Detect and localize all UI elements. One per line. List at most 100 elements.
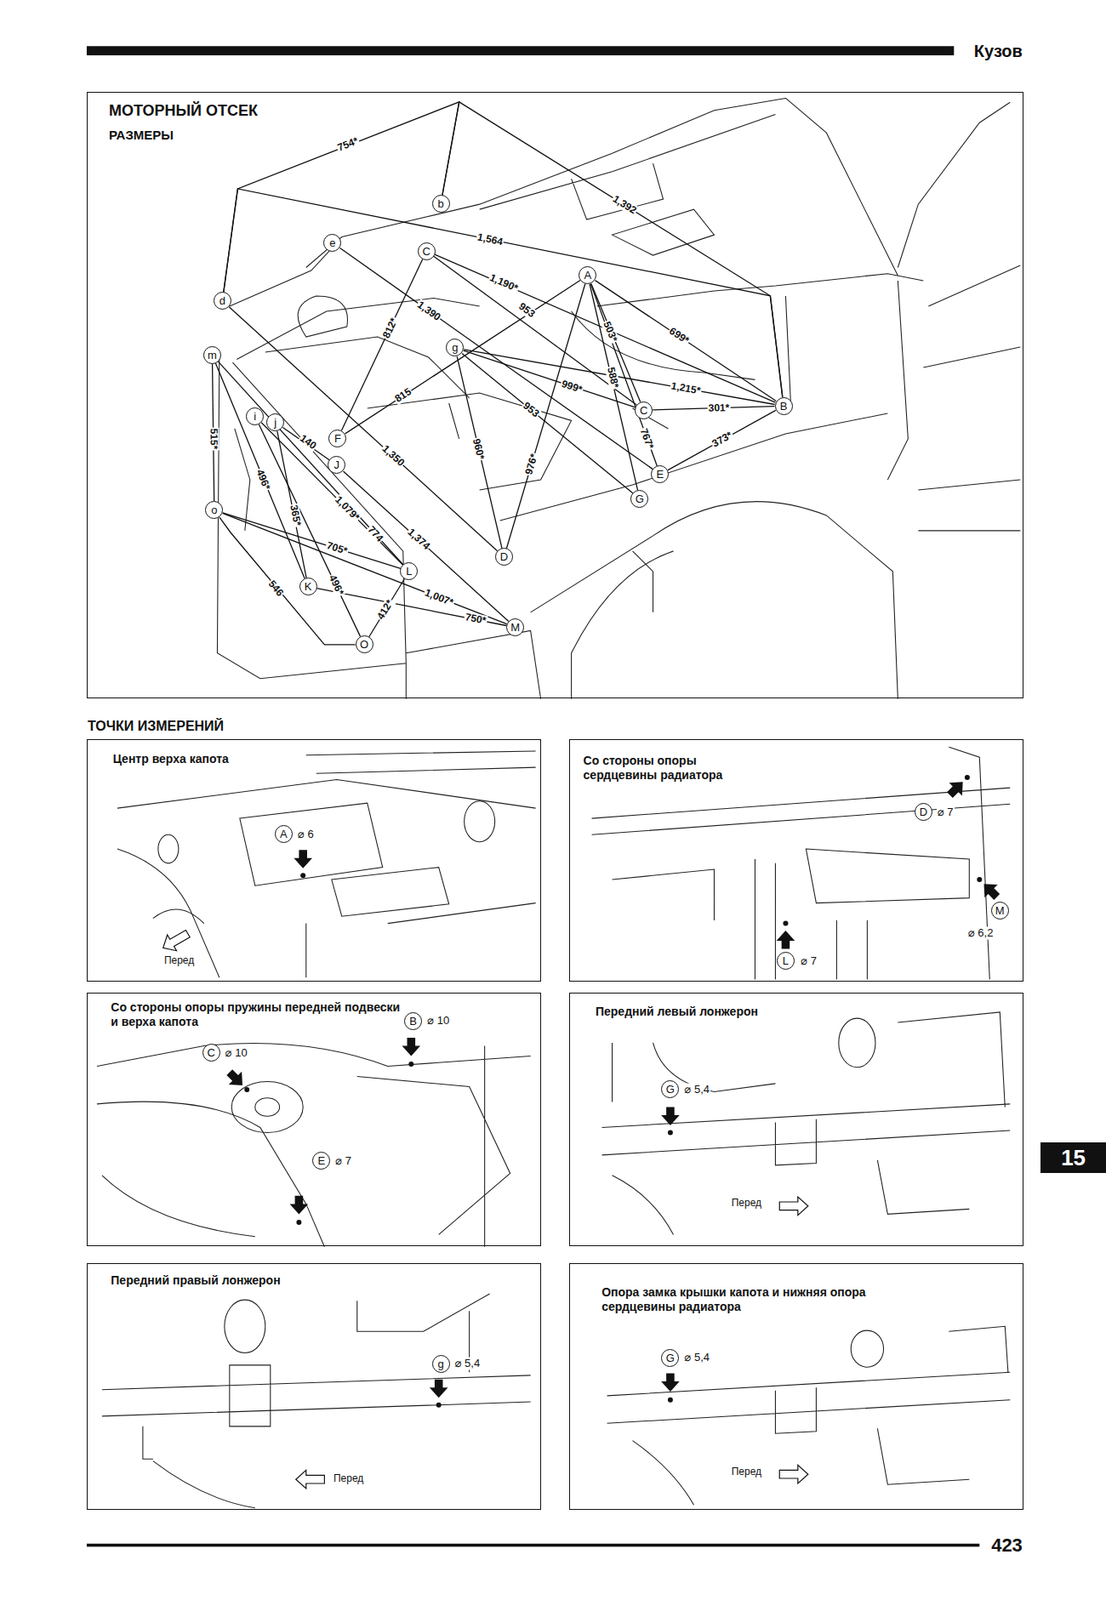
dimension-value: 588* — [604, 364, 621, 390]
pointer-arrow — [661, 1106, 680, 1126]
hole-size: ⌀ 5,4 — [454, 1357, 482, 1371]
strut-hole — [255, 1098, 280, 1118]
point-letter: g — [437, 1358, 444, 1370]
point-marker: O — [355, 635, 374, 654]
dimension-value: 1,374 — [404, 526, 433, 553]
dimension-value: 503* — [600, 319, 620, 345]
point-letter: C — [422, 245, 431, 257]
point-letter: O — [359, 638, 369, 650]
point-letter: G — [666, 1352, 675, 1364]
hole-outline — [850, 1330, 884, 1368]
pointer-arrow — [977, 877, 1004, 905]
dimension-value: 1,564 — [475, 231, 505, 248]
dimension-line — [667, 410, 776, 470]
point-marker: j — [266, 413, 285, 432]
point-marker: B — [775, 397, 793, 416]
header-bar — [86, 45, 954, 56]
point-marker: d — [213, 291, 232, 310]
pointer-arrow — [776, 930, 796, 950]
point-letter: E — [656, 468, 665, 480]
point-letter: C — [639, 404, 648, 417]
chapter-tab: 15 — [1040, 1142, 1106, 1174]
point-letter: M — [995, 905, 1005, 917]
dimension-line — [442, 102, 783, 398]
hole-size: ⌀ 6,2 — [967, 927, 995, 941]
point-marker: B — [404, 1012, 422, 1031]
dimension-line — [258, 424, 360, 638]
direction-note: Перед — [163, 955, 195, 968]
dimension-value: 1,190* — [487, 272, 521, 296]
hole-outline — [158, 834, 179, 864]
point-letter: g — [451, 342, 458, 354]
dimension-line — [223, 102, 460, 293]
point-marker: E — [312, 1151, 331, 1170]
section-heading: ТОЧКИ ИЗМЕРЕНИЙ — [86, 718, 225, 735]
point-marker: e — [323, 233, 342, 252]
point-letter: d — [219, 295, 226, 307]
point-letter: L — [782, 955, 789, 967]
point-marker: F — [328, 429, 347, 448]
point-letter: K — [304, 581, 313, 593]
point-letter: D — [500, 551, 508, 563]
strut-tower-drawing — [96, 1043, 531, 1248]
detail-panel: Передний правый лонжерон g — [86, 1263, 542, 1511]
point-letter: L — [405, 565, 412, 577]
dimension-line — [461, 353, 633, 494]
dimension-value: 365* — [287, 502, 303, 528]
measure-dot — [244, 1087, 250, 1093]
point-letter: B — [409, 1015, 417, 1027]
point-letter: F — [334, 433, 342, 445]
dimension-line — [218, 361, 404, 565]
point-letter: A — [583, 269, 592, 281]
dimension-value: 1,079* — [331, 494, 362, 525]
measure-dot — [782, 921, 788, 927]
front-arrow — [296, 1470, 325, 1489]
dimension-value: 546 — [265, 577, 286, 599]
point-marker: G — [661, 1080, 679, 1099]
measure-dot — [964, 775, 970, 781]
lock-support-drawing — [607, 1326, 1011, 1506]
dimension-line — [340, 248, 654, 470]
footer-rule — [86, 1544, 980, 1548]
point-marker: G — [630, 490, 649, 508]
dimension-line — [506, 284, 585, 549]
dimension-line — [589, 284, 638, 491]
point-marker: M — [991, 901, 1010, 920]
point-marker: o — [205, 501, 223, 519]
dimension-line — [463, 349, 776, 405]
dimension-value: 515* — [207, 427, 220, 451]
dimension-line — [433, 256, 638, 405]
point-marker: C — [202, 1043, 221, 1062]
front-arrow — [158, 925, 193, 956]
dimension-value: 750* — [462, 611, 488, 628]
point-marker: i — [245, 407, 264, 426]
dimension-value: 412* — [375, 597, 397, 623]
dimension-line — [345, 280, 581, 434]
dimension-line — [369, 579, 405, 639]
dimension-value: 812* — [381, 315, 401, 342]
dimension-value: 699* — [666, 324, 692, 348]
dimension-line — [215, 363, 305, 579]
hole-size: ⌀ 7 — [936, 805, 955, 819]
dimension-value: 976* — [523, 451, 541, 477]
panel-title: Со стороны опоры пружины передней подвес… — [108, 1000, 406, 1030]
dimension-value: 767* — [638, 426, 657, 452]
panel-title: Передний правый лонжерон — [108, 1273, 282, 1289]
point-marker: D — [914, 803, 933, 821]
pointer-arrow — [222, 1066, 250, 1093]
point-marker: A — [578, 266, 597, 285]
dimension-value: 1,350 — [378, 442, 407, 469]
measure-dot — [667, 1397, 673, 1403]
dimension-line — [219, 517, 356, 645]
front-arrow — [779, 1197, 809, 1216]
dimension-line — [222, 513, 401, 570]
dimension-value: 705* — [324, 540, 349, 559]
panel-title: Передний левый лонжерон — [593, 1004, 760, 1020]
point-letter: D — [919, 806, 928, 818]
pointer-arrow — [293, 849, 313, 869]
direction-note: Перед — [332, 1473, 365, 1486]
dimension-value: 1,215* — [669, 380, 702, 397]
point-letter: G — [666, 1083, 675, 1095]
